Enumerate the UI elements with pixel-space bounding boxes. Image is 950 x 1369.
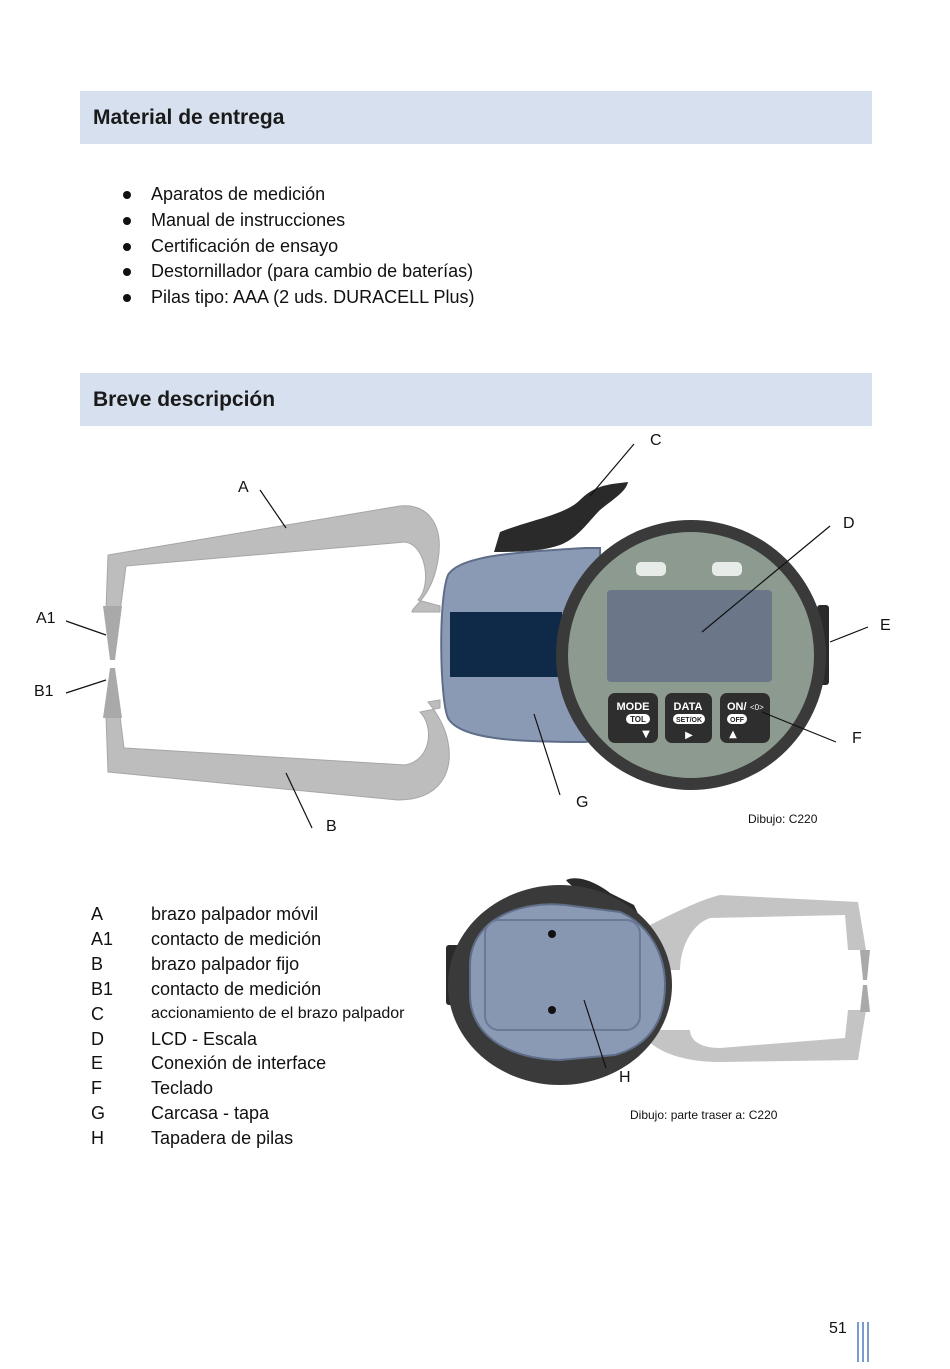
figure-caption-back: Dibujo: parte traser a: C220: [630, 1108, 778, 1122]
legend-key: H: [91, 1128, 104, 1149]
tol-badge: [626, 714, 650, 724]
legend-key: A: [91, 904, 104, 924]
indicator-led-left: [636, 562, 666, 576]
down-arrow-icon: ▼: [642, 729, 650, 740]
legend-row: B1 contacto de medición: [91, 977, 405, 1002]
delivery-list: Aparatos de medición Manual de instrucci…: [120, 182, 474, 311]
on-button-label: ON/: [727, 701, 747, 713]
data-button-label: DATA: [674, 701, 703, 713]
legend-key: F: [91, 1078, 102, 1099]
measuring-arm-lower: [105, 699, 450, 801]
section-header-description: Breve descripción: [80, 373, 872, 426]
screw-top: [548, 930, 556, 938]
setok-label: SET/OK: [676, 717, 702, 724]
back-arm-upper: [640, 895, 866, 970]
legend-row: F Teclado: [91, 1076, 405, 1101]
legend-key: B: [91, 953, 104, 974]
label-a1: A1: [36, 610, 56, 627]
up-arrow-icon: ▲: [729, 729, 737, 740]
back-arm-lower: [640, 1010, 866, 1062]
section-header-delivery: Material de entrega: [80, 91, 872, 144]
label-f: F: [852, 730, 862, 747]
page-bars-icon: [857, 1322, 869, 1362]
label-b1: B1: [34, 683, 54, 700]
battery-cover: [484, 919, 641, 1031]
legend-value: Teclado: [151, 1078, 214, 1099]
legend-value: brazo palpador móvil: [151, 904, 319, 924]
figure-caption-front: Dibujo: C220: [748, 812, 818, 826]
legend-row: D LCD - Escala: [91, 1027, 405, 1052]
label-g: G: [576, 794, 589, 811]
screw-bottom: [548, 1006, 556, 1014]
label-h: H: [619, 1069, 631, 1086]
legend-value: Tapadera de pilas: [151, 1128, 294, 1149]
label-d: D: [843, 515, 855, 532]
label-e: E: [880, 617, 891, 634]
legend-key: G: [91, 1103, 106, 1124]
setok-badge: [673, 714, 705, 724]
legend-row: G Carcasa - tapa: [91, 1101, 405, 1126]
lcd-screen: [607, 590, 772, 682]
list-item: Manual de instrucciones: [120, 208, 474, 234]
list-item: Certificación de ensayo: [120, 234, 474, 260]
legend-row: H Tapadera de pilas: [91, 1126, 405, 1151]
legend-row: E Conexión de interface: [91, 1051, 405, 1076]
legend-value: brazo palpador fijo: [151, 953, 300, 974]
zero-label: <0>: [750, 703, 764, 712]
contact-tip-lower: [103, 668, 122, 718]
legend-value: accionamiento de el brazo palpador: [151, 1004, 405, 1022]
caliper-back-illustration: [446, 878, 870, 1085]
list-item: Destornillador (para cambio de baterías): [120, 259, 474, 285]
label-c: C: [650, 432, 662, 449]
section-title-description: Breve descripción: [93, 387, 276, 411]
back-contact-lower: [860, 985, 870, 1012]
legend-key: C: [91, 1003, 104, 1024]
lever-arm: [494, 482, 628, 552]
label-a: A: [238, 479, 249, 496]
legend-row: A1 contacto de medición: [91, 927, 405, 952]
list-item: Aparatos de medición: [120, 182, 474, 208]
legend-value: Conexión de interface: [151, 1053, 327, 1074]
off-badge: [727, 714, 747, 724]
tol-label: TOL: [630, 715, 646, 724]
back-contact-upper: [860, 950, 870, 980]
measuring-arm-upper: [105, 505, 441, 613]
legend-value: LCD - Escala: [151, 1028, 258, 1049]
indicator-led-right: [712, 562, 742, 576]
right-arrow-icon: ▶: [685, 730, 693, 741]
legend-value: Carcasa - tapa: [151, 1103, 270, 1124]
leader-lines: [65, 443, 869, 829]
label-b: B: [326, 818, 337, 835]
mode-button-label: MODE: [617, 701, 650, 713]
list-item: Pilas tipo: AAA (2 uds. DURACELL Plus): [120, 285, 474, 311]
off-label: OFF: [730, 717, 745, 724]
legend-value: contacto de medición: [151, 928, 322, 949]
legend-key: D: [91, 1028, 104, 1049]
page-number: 51: [829, 1320, 847, 1337]
contact-tip-upper: [103, 606, 122, 660]
section-title-delivery: Material de entrega: [93, 105, 285, 129]
legend-key: E: [91, 1053, 104, 1074]
legend-key: A1: [91, 928, 114, 949]
housing-window: [450, 612, 562, 677]
legend-value: contacto de medición: [151, 978, 322, 999]
legend-key: B1: [91, 978, 114, 999]
